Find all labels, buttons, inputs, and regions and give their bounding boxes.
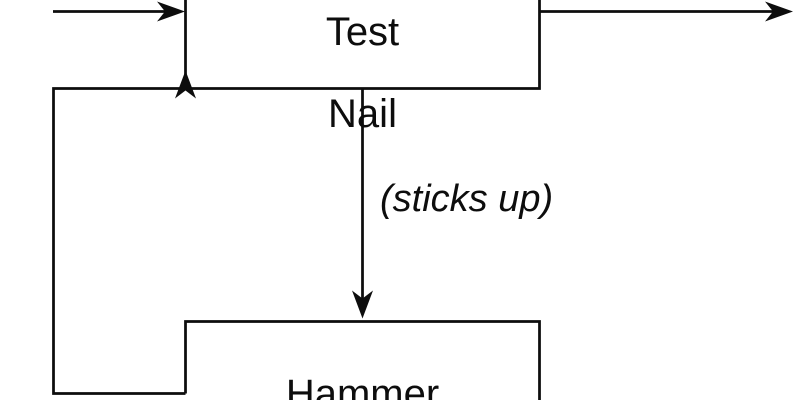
feedback-arrow-head [175,70,196,99]
input-arrow-head [157,1,185,22]
feedback-loop-line [52,87,186,395]
sticks-up-arrow-head [352,290,373,319]
hammer-node-label: Hammer [285,372,440,400]
test-nail-node-label: Test Nail [185,0,540,176]
test-nail-label-line1: Test [325,10,400,54]
hammer-box-outline [184,320,541,400]
output-arrow-head [765,1,793,22]
test-nail-label-line2: Nail [328,92,397,136]
sticks-up-edge-label: (sticks up) [380,178,554,220]
